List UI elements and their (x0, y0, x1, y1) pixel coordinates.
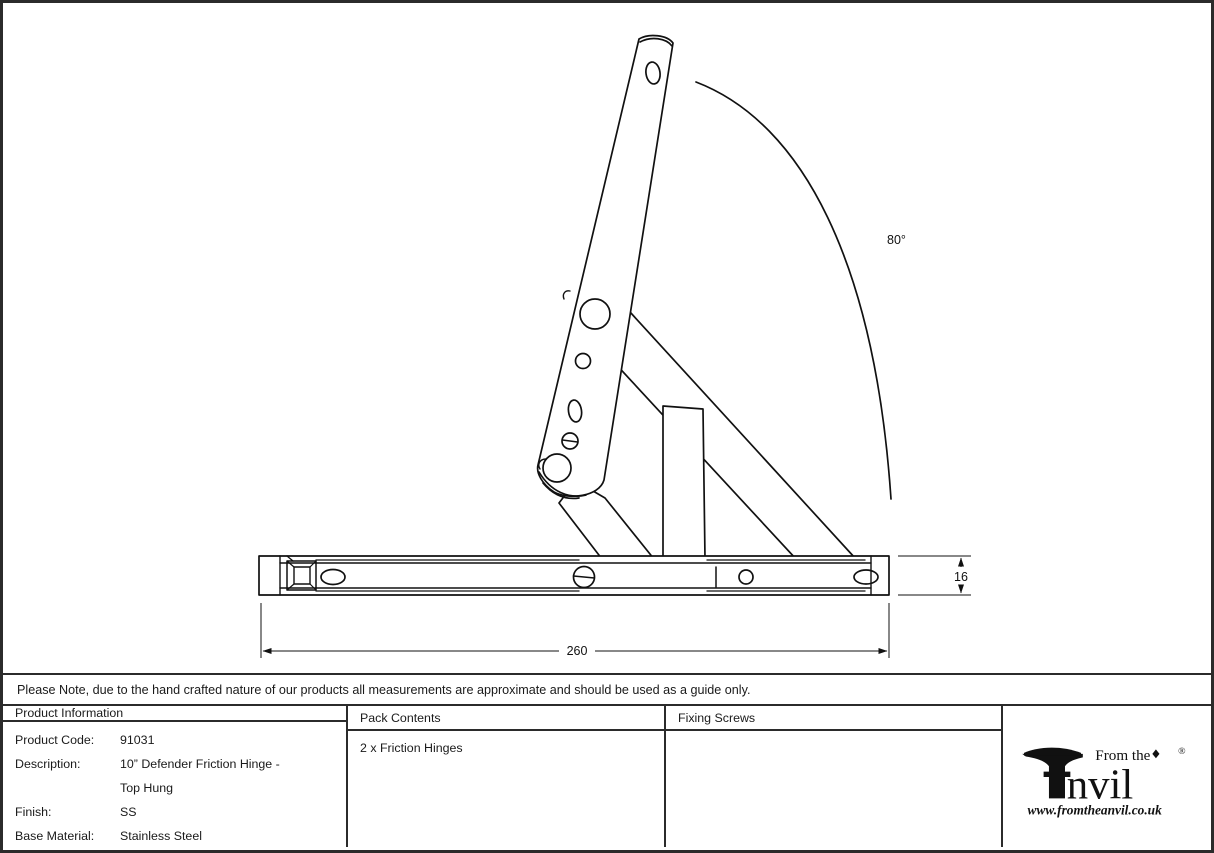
table-row: Description: 10” Defender Friction Hinge… (15, 754, 280, 778)
logo-website: www.fromtheanvil.co.uk (1027, 802, 1162, 817)
column-pack-contents: Pack Contents 2 x Friction Hinges (348, 706, 666, 847)
column-fixing-screws: Fixing Screws (666, 706, 1003, 847)
spec-value: 10” Defender Friction Hinge - (120, 757, 280, 772)
table-row: Top Hung (15, 778, 280, 802)
logo-line-small: From the (1095, 747, 1150, 764)
table-row: Base Material: Stainless Steel (15, 826, 280, 850)
logo-wordmark: nvil (1066, 761, 1133, 808)
spec-key: Finish: (15, 805, 52, 820)
information-block: Please Note, due to the hand crafted nat… (3, 673, 1211, 850)
technical-drawing-area: 260 16 80° (3, 3, 1211, 673)
base-track-rail (258, 555, 890, 596)
spec-value: 91031 (120, 733, 155, 747)
column-product-information: Product Information Product Code: 91031 … (3, 706, 348, 847)
fixing-screws-body (666, 731, 1001, 847)
spec-key: Product Code: (15, 733, 95, 747)
registered-mark: ® (1178, 745, 1186, 756)
product-information-body: Product Code: 91031 Description: 10” Def… (3, 722, 346, 850)
spec-value: Stainless Steel (120, 829, 202, 844)
from-the-anvil-logo: From the nvil ® www.fromtheanvil.co.uk (1021, 745, 1186, 817)
list-item: 2 x Friction Hinges (360, 741, 463, 755)
spec-key: Base Material: (15, 829, 95, 844)
column-header-pack-contents: Pack Contents (348, 706, 664, 731)
dimension-260 (260, 603, 890, 658)
product-spec-table: Product Code: 91031 Description: 10” Def… (15, 730, 280, 850)
dimension-16-label: 16 (954, 570, 968, 584)
logo-cell: From the nvil ® www.fromtheanvil.co.uk (1003, 706, 1208, 847)
pack-contents-body: 2 x Friction Hinges (348, 731, 664, 847)
column-header-fixing-screws: Fixing Screws (666, 706, 1001, 731)
angle-80-label: 80° (887, 233, 906, 247)
dimension-16 (898, 555, 971, 596)
measurement-note-row: Please Note, due to the hand crafted nat… (3, 673, 1211, 706)
hinge-drawing-svg: 260 16 80° (258, 34, 971, 658)
table-row: Finish: SS (15, 802, 280, 826)
spec-key (15, 778, 120, 802)
anvil-icon (1021, 753, 1083, 798)
specification-table: Product Information Product Code: 91031 … (3, 706, 1211, 847)
diamond-icon (1151, 748, 1159, 758)
main-sash-arm (536, 34, 674, 500)
column-header-product-information: Product Information (3, 706, 346, 722)
measurement-note-text: Please Note, due to the hand crafted nat… (17, 682, 751, 697)
opening-arc-80-degrees (695, 81, 892, 500)
spec-value: Top Hung (120, 781, 174, 796)
column-brand-logo: From the nvil ® www.fromtheanvil.co.uk (1003, 706, 1208, 847)
table-row: Product Code: 91031 (15, 730, 280, 754)
spec-value: SS (120, 805, 137, 820)
dimension-260-label: 260 (567, 644, 588, 658)
spec-key: Description: (15, 757, 81, 772)
